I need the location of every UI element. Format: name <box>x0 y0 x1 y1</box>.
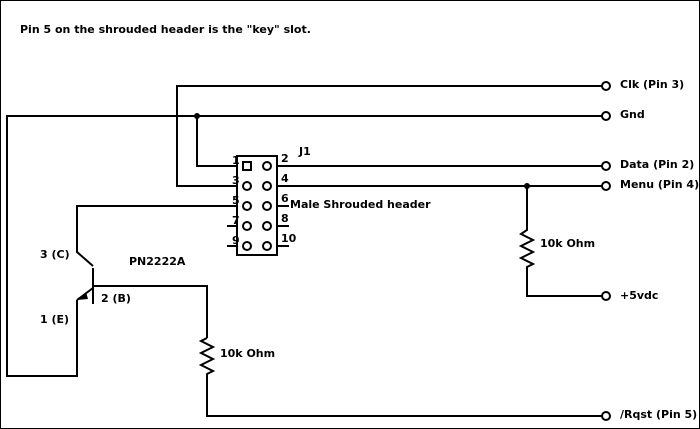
header-pin-5 <box>242 201 252 211</box>
transistor-part-label: PN2222A <box>129 255 186 268</box>
signal-rqst-label: /Rqst (Pin 5) <box>620 408 697 421</box>
header-pin-6 <box>262 201 272 211</box>
resistor-menu-label: 10k Ohm <box>540 237 595 250</box>
transistor-emitter-arrow <box>77 292 88 300</box>
header-pin-7 <box>242 221 252 231</box>
terminal-clk <box>601 81 611 91</box>
signal-vdc-label: +5vdc <box>620 289 658 302</box>
wire-clk <box>176 85 606 187</box>
note-text: Pin 5 on the shrouded header is the "key… <box>20 23 311 36</box>
pin-label-6: 6 <box>281 192 289 205</box>
header-left-stubs <box>227 165 237 247</box>
pin-label-10: 10 <box>281 232 297 245</box>
pin-label-7: 7 <box>232 214 240 227</box>
wire-gnd-pin1 <box>196 116 237 167</box>
connector-ref: J1 <box>298 145 311 158</box>
pin-label-9: 9 <box>232 234 240 247</box>
terminal-gnd <box>601 111 611 121</box>
pin-label-8: 8 <box>281 212 289 225</box>
terminal-data <box>601 161 611 171</box>
transistor-collector-label: 3 (C) <box>40 248 70 261</box>
header-pin-4 <box>262 181 272 191</box>
pin-label-5: 5 <box>232 194 240 207</box>
transistor-base-label: 2 (B) <box>101 292 131 305</box>
junction-gnd <box>194 113 200 119</box>
transistor-emitter-label: 1 (E) <box>40 313 69 326</box>
header-pin-9 <box>242 241 252 251</box>
signal-data-label: Data (Pin 2) <box>620 158 694 171</box>
header-right-stubs <box>277 165 289 247</box>
signal-menu-label: Menu (Pin 4) <box>620 178 699 191</box>
resistor-base <box>198 337 606 417</box>
terminal-rqst <box>601 411 611 421</box>
connector-description: Male Shrouded header <box>290 198 431 211</box>
pin-label-1: 1 <box>232 154 240 167</box>
wire-collector <box>76 205 237 267</box>
terminal-menu <box>601 181 611 191</box>
signal-gnd-label: Gnd <box>620 108 645 121</box>
signal-clk-label: Clk (Pin 3) <box>620 78 684 91</box>
pin-label-3: 3 <box>232 174 240 187</box>
header-pin-8 <box>262 221 272 231</box>
pin-label-4: 4 <box>281 172 289 185</box>
header-pin-3 <box>242 181 252 191</box>
header-pin-2 <box>262 161 272 171</box>
pin-label-2: 2 <box>281 152 289 165</box>
resistor-base-label: 10k Ohm <box>220 347 275 360</box>
resistor-menu-pullup <box>518 186 606 297</box>
terminal-vdc <box>601 291 611 301</box>
wire-gnd <box>6 115 606 377</box>
header-pin-10 <box>262 241 272 251</box>
header-pin-1 <box>242 161 252 171</box>
wire-base <box>93 285 208 338</box>
